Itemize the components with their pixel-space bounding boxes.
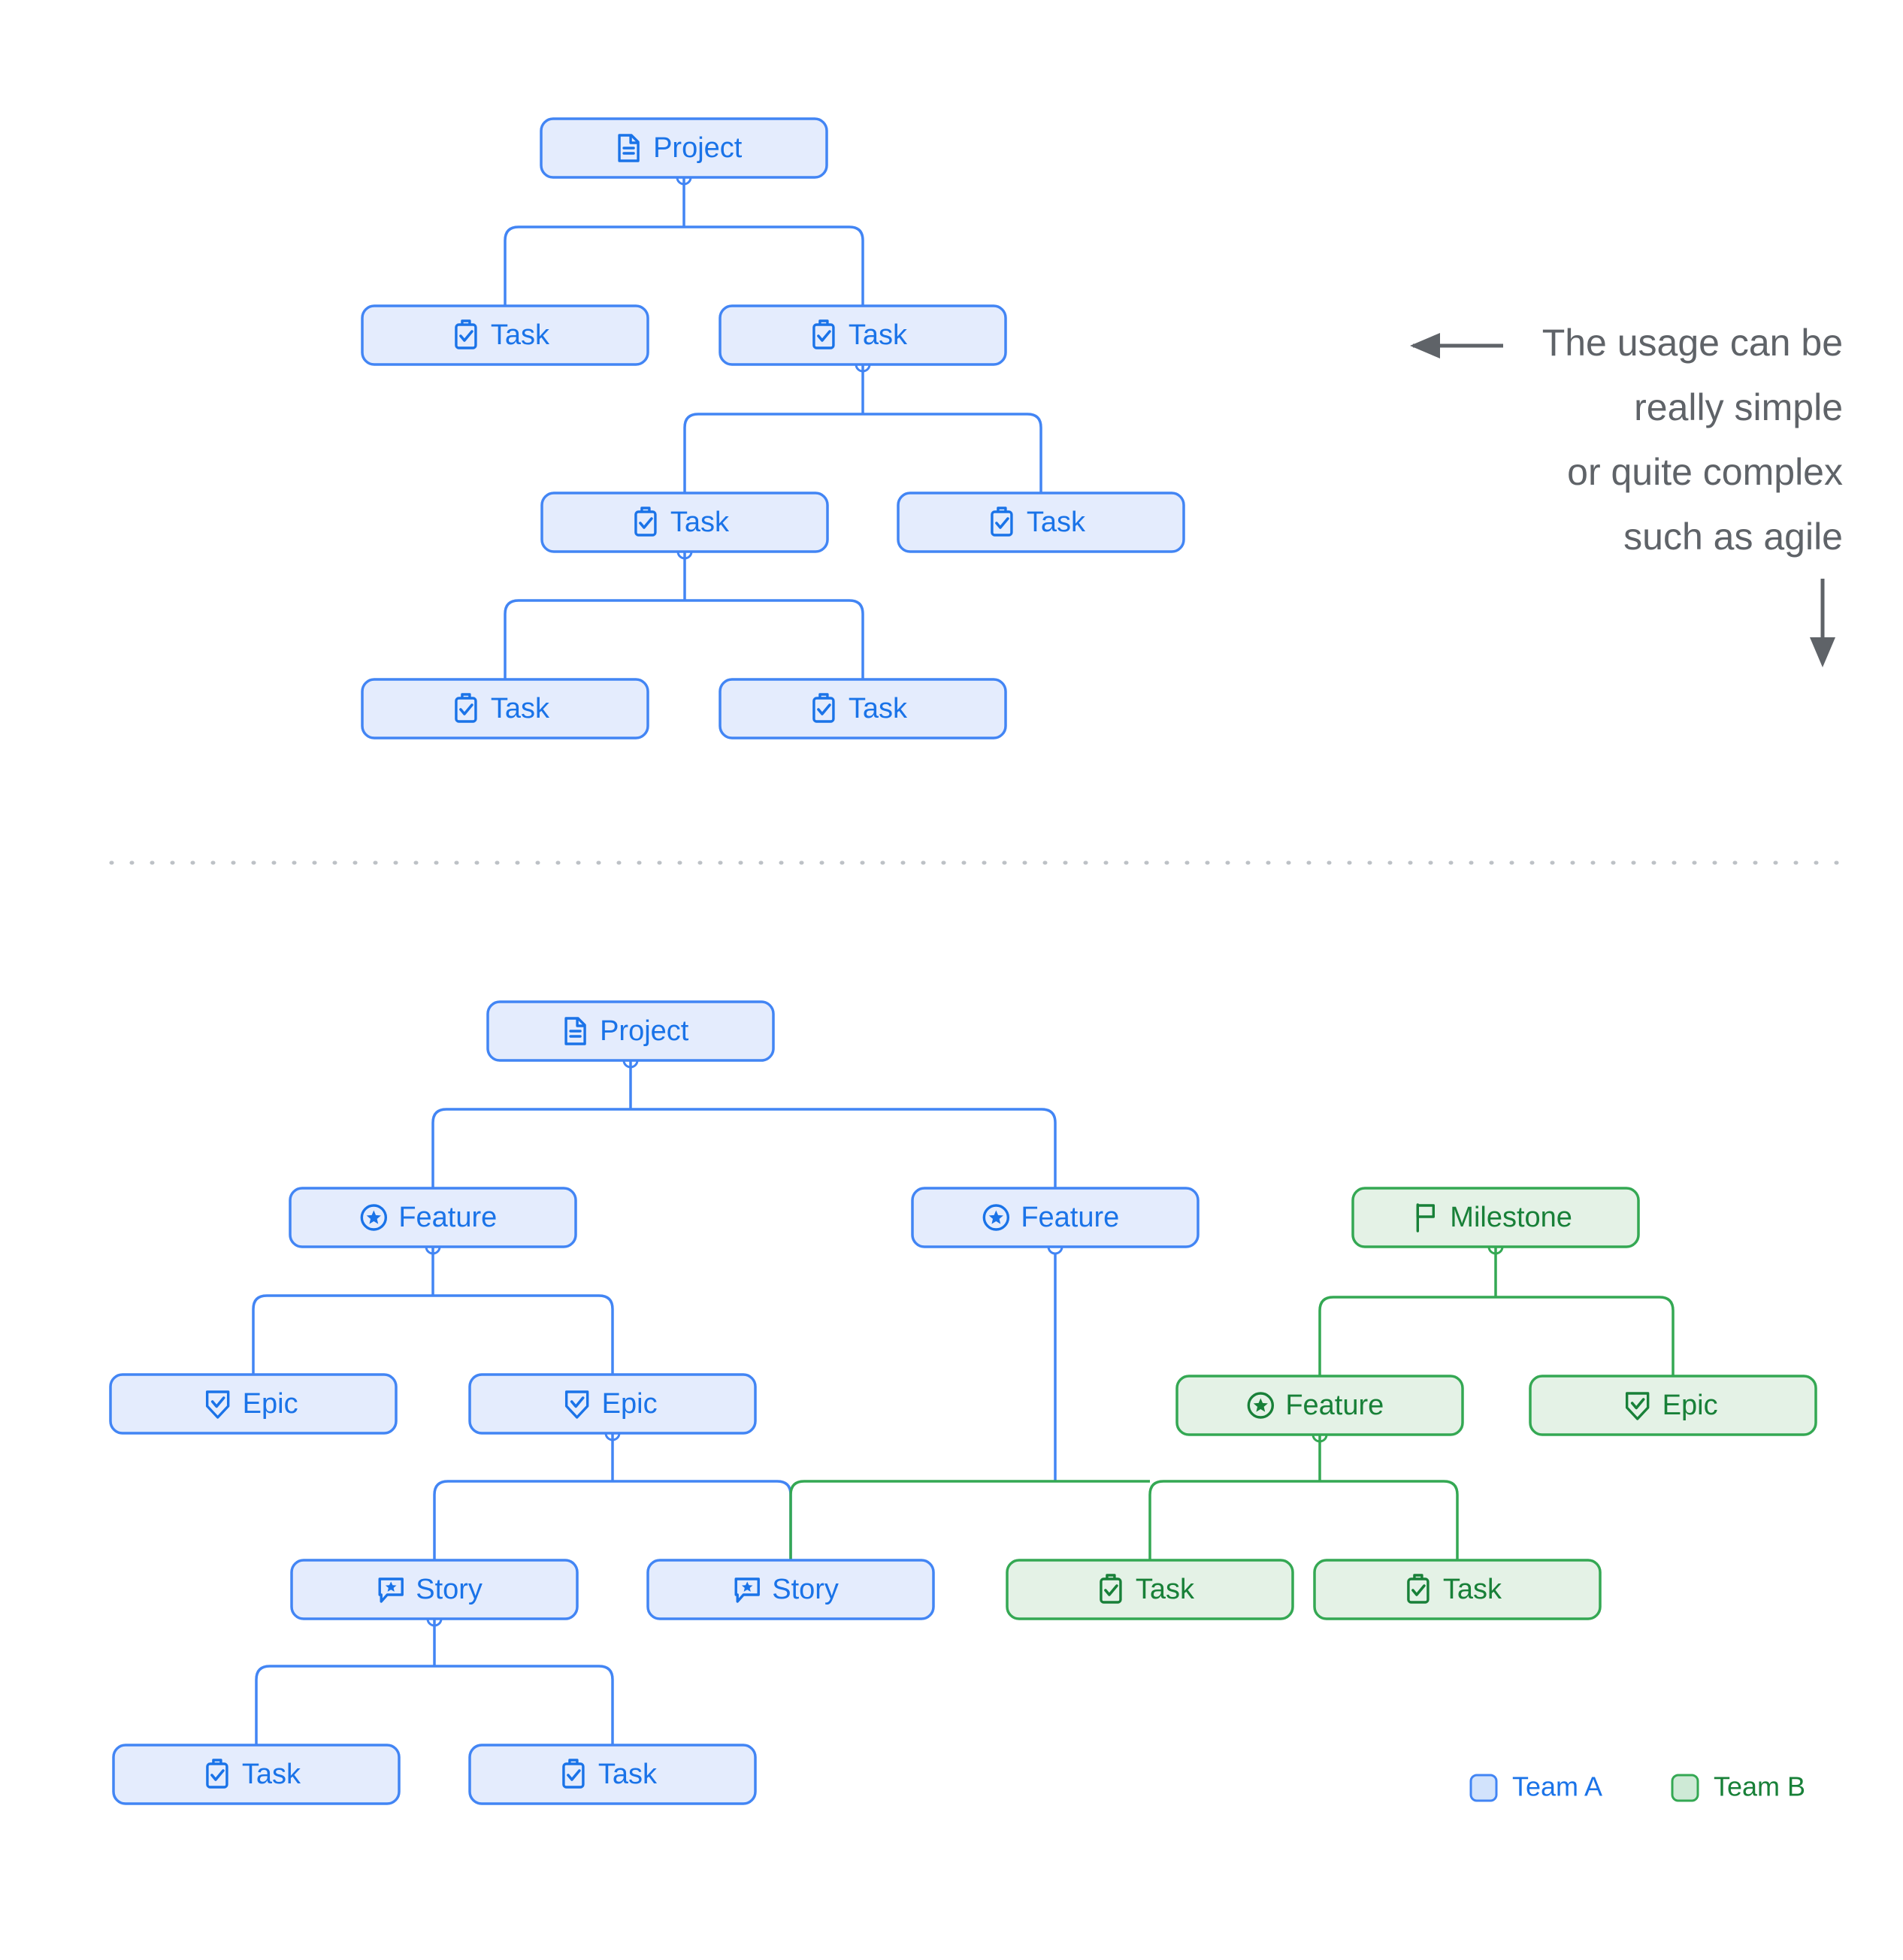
connector-bar bbox=[683, 413, 1042, 493]
node-label: Task bbox=[1443, 1574, 1502, 1605]
node-story[interactable]: Story bbox=[646, 1559, 935, 1620]
node-milestone[interactable]: Milestone bbox=[1351, 1187, 1640, 1248]
legend: Team A Team B bbox=[1469, 1771, 1805, 1802]
node-box[interactable] bbox=[1529, 1375, 1817, 1436]
node-task[interactable]: Task bbox=[897, 492, 1185, 553]
node-box[interactable] bbox=[1313, 1559, 1602, 1620]
annotation-line-4: such as agile bbox=[1623, 516, 1843, 558]
cross-team-connector bbox=[789, 1480, 1150, 1560]
node-box[interactable] bbox=[540, 492, 829, 553]
node-label: Feature bbox=[398, 1202, 497, 1233]
node-task[interactable]: Task bbox=[468, 1744, 757, 1805]
annotation-block: The usage can be really simple or quite … bbox=[1410, 322, 1843, 667]
connector-bar bbox=[252, 1294, 614, 1375]
node-label: Task bbox=[491, 693, 550, 724]
node-task[interactable]: Task bbox=[1006, 1559, 1294, 1620]
node-label: Task bbox=[849, 319, 908, 351]
node-label: Feature bbox=[1021, 1202, 1119, 1233]
node-box[interactable] bbox=[361, 304, 649, 366]
node-box[interactable] bbox=[468, 1744, 757, 1805]
node-box[interactable] bbox=[540, 117, 828, 179]
connector-bar bbox=[433, 1480, 792, 1560]
node-label: Task bbox=[242, 1759, 301, 1790]
connector-bar bbox=[431, 1108, 1057, 1188]
node-box[interactable] bbox=[290, 1559, 579, 1620]
node-feature[interactable]: Feature bbox=[289, 1187, 577, 1248]
arrow-down-icon bbox=[1810, 579, 1835, 667]
node-label: Task bbox=[849, 693, 908, 724]
node-label: Epic bbox=[602, 1388, 658, 1420]
annotation-line-3: or quite complex bbox=[1567, 451, 1843, 493]
node-label: Feature bbox=[1285, 1390, 1384, 1421]
node-label: Task bbox=[670, 507, 730, 538]
node-feature[interactable]: Feature bbox=[1175, 1375, 1464, 1436]
annotation-line-1: The usage can be bbox=[1542, 322, 1843, 364]
node-box[interactable] bbox=[897, 492, 1185, 553]
connector-bar bbox=[255, 1665, 614, 1745]
node-box[interactable] bbox=[1006, 1559, 1294, 1620]
connector-bar bbox=[1148, 1480, 1459, 1560]
connector-bar bbox=[504, 599, 864, 679]
node-box[interactable] bbox=[911, 1187, 1200, 1248]
node-epic[interactable]: Epic bbox=[109, 1373, 398, 1435]
annotation-line-2: really simple bbox=[1634, 386, 1843, 428]
node-box[interactable] bbox=[361, 678, 649, 740]
arrow-left-icon bbox=[1410, 333, 1503, 358]
node-project[interactable]: Project bbox=[540, 117, 828, 179]
node-epic[interactable]: Epic bbox=[1529, 1375, 1817, 1436]
node-task[interactable]: Task bbox=[1313, 1559, 1602, 1620]
node-box[interactable] bbox=[112, 1744, 401, 1805]
node-label: Epic bbox=[243, 1388, 298, 1420]
node-label: Milestone bbox=[1450, 1202, 1572, 1233]
node-box[interactable] bbox=[468, 1373, 757, 1435]
connector-layer bbox=[252, 169, 1675, 1745]
node-label: Task bbox=[1027, 507, 1086, 538]
node-box[interactable] bbox=[719, 678, 1007, 740]
node-label: Epic bbox=[1662, 1390, 1718, 1421]
node-label: Story bbox=[772, 1574, 839, 1605]
node-box[interactable] bbox=[289, 1187, 577, 1248]
node-label: Story bbox=[416, 1574, 483, 1605]
node-task[interactable]: Task bbox=[112, 1744, 401, 1805]
cross-team-connector-layer bbox=[789, 1239, 1150, 1560]
node-project[interactable]: Project bbox=[486, 1000, 775, 1062]
node-epic[interactable]: Epic bbox=[468, 1373, 757, 1435]
node-label: Task bbox=[491, 319, 550, 351]
node-task[interactable]: Task bbox=[540, 492, 829, 553]
node-task[interactable]: Task bbox=[719, 678, 1007, 740]
node-story[interactable]: Story bbox=[290, 1559, 579, 1620]
node-label: Project bbox=[653, 132, 743, 164]
legend-label-team-b: Team B bbox=[1714, 1771, 1805, 1802]
node-box[interactable] bbox=[1175, 1375, 1464, 1436]
connector-bar bbox=[504, 225, 864, 306]
node-label: Task bbox=[1136, 1574, 1195, 1605]
legend-label-team-a: Team A bbox=[1512, 1771, 1602, 1802]
legend-item-team-a[interactable]: Team A bbox=[1469, 1771, 1602, 1802]
node-box[interactable] bbox=[719, 304, 1007, 366]
node-box[interactable] bbox=[1351, 1187, 1640, 1248]
node-feature[interactable]: Feature bbox=[911, 1187, 1200, 1248]
node-task[interactable]: Task bbox=[719, 304, 1007, 366]
legend-item-team-b[interactable]: Team B bbox=[1671, 1771, 1805, 1802]
node-label: Task bbox=[598, 1759, 658, 1790]
node-task[interactable]: Task bbox=[361, 304, 649, 366]
node-box[interactable] bbox=[646, 1559, 935, 1620]
node-task[interactable]: Task bbox=[361, 678, 649, 740]
node-box[interactable] bbox=[109, 1373, 398, 1435]
node-label: Project bbox=[600, 1015, 689, 1047]
node-box[interactable] bbox=[486, 1000, 775, 1062]
connector-bar bbox=[1318, 1296, 1675, 1376]
